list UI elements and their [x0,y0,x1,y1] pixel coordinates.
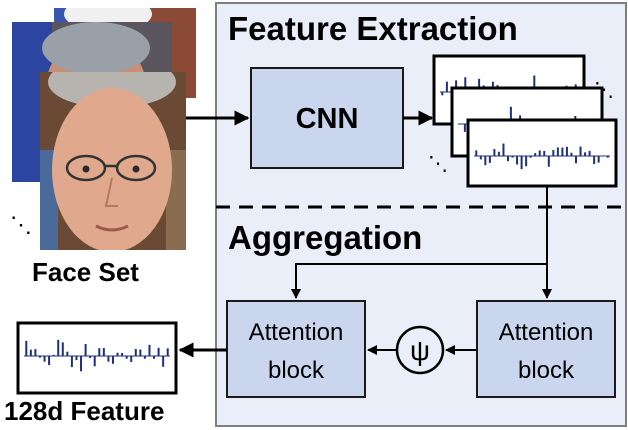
psi-symbol: ψ [410,335,430,366]
arrow-to-attention-left [291,263,547,299]
aggregation-title: Aggregation [228,219,422,256]
face-image-front [40,72,186,250]
output-feature-label: 128d Feature [4,396,164,426]
feature-extraction-title: Feature Extraction [228,10,518,47]
feature-cards-ellipsis-top: ⋱ [594,79,614,101]
cnn-label: CNN [296,103,359,135]
face-set-images [12,8,196,250]
face-set-label: Face Set [32,257,139,287]
attention-block-left [226,300,366,398]
face-set-ellipsis: ⋱ [10,212,32,237]
output-feature-card [16,321,178,395]
attention-block-right [476,300,616,398]
attention-block-right-line1: Attention [499,319,594,346]
feature-cards-ellipsis-bottom: ⋱ [428,153,448,175]
attention-block-left-line1: Attention [249,319,344,346]
feature-card-front [466,118,618,188]
attention-block-right-line2: block [518,357,575,384]
attention-block-left-line2: block [268,357,325,384]
